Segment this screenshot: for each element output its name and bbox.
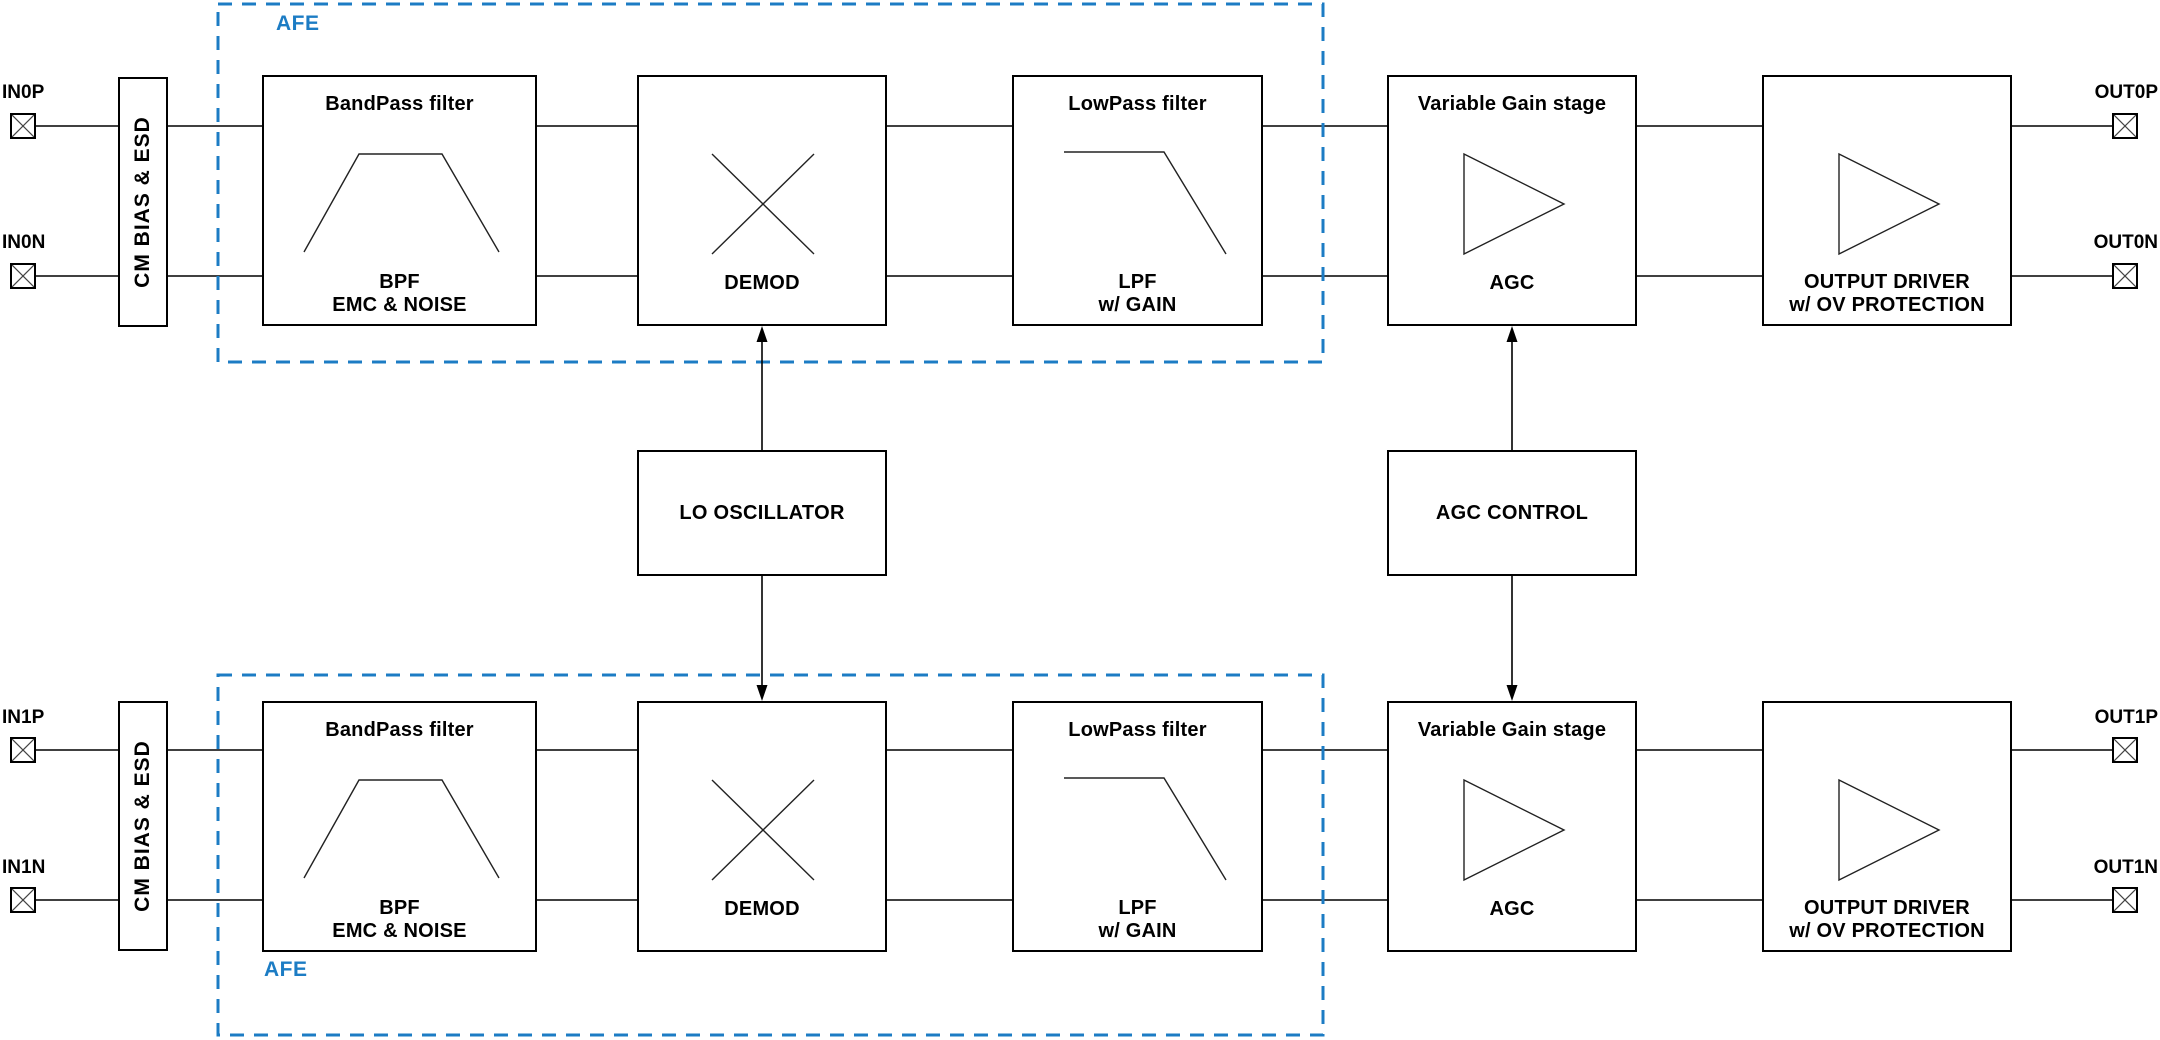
lowpass-caption-line2: w/ GAIN <box>1098 919 1177 942</box>
lowpass-caption-line1: LPF <box>1118 897 1157 920</box>
lo-oscillator-block: LO OSCILLATOR <box>637 450 887 576</box>
vga-caption: AGC <box>1489 271 1535 294</box>
pad-x-icon <box>12 265 34 287</box>
pad-in1n <box>10 887 36 913</box>
pad-x-icon <box>2114 889 2136 911</box>
cm-bias-esd-label: CM BIAS & ESD <box>131 740 154 912</box>
pad-label-in0p: IN0P <box>2 82 45 103</box>
bandpass-title: BandPass filter <box>325 93 474 115</box>
pad-in0p <box>10 113 36 139</box>
demod-caption: DEMOD <box>724 897 800 920</box>
agc-to-vga1-arrow-icon <box>1506 685 1518 701</box>
vga-caption: AGC <box>1489 897 1535 920</box>
bandpass-caption-line2: EMC & NOISE <box>332 293 467 316</box>
pad-out0p <box>2112 113 2138 139</box>
lowpass-caption: LPF w/ GAIN <box>1014 897 1261 942</box>
pad-out1n <box>2112 887 2138 913</box>
bandpass-caption-line1: BPF <box>379 271 420 294</box>
output-driver-caption-line2: w/ OV PROTECTION <box>1789 293 1985 316</box>
lowpass-title: LowPass filter <box>1068 719 1207 741</box>
agc-to-vga0-arrow-icon <box>1506 326 1518 342</box>
pad-x-icon <box>12 739 34 761</box>
variable-gain-block-ch1: Variable Gain stage AGC <box>1387 701 1637 952</box>
output-driver-caption-line2: w/ OV PROTECTION <box>1789 919 1985 942</box>
lowpass-filter-block-ch0: LowPass filter LPF w/ GAIN <box>1012 75 1263 326</box>
bandpass-caption-line1: BPF <box>379 897 420 920</box>
bandpass-caption: BPF EMC & NOISE <box>264 897 535 942</box>
pad-x-icon <box>2114 265 2136 287</box>
bandpass-caption: BPF EMC & NOISE <box>264 271 535 316</box>
output-driver-caption: OUTPUT DRIVER w/ OV PROTECTION <box>1764 897 2010 942</box>
cm-bias-esd-label: CM BIAS & ESD <box>131 116 154 288</box>
lowpass-filter-block-ch1: LowPass filter LPF w/ GAIN <box>1012 701 1263 952</box>
pad-x-icon <box>12 115 34 137</box>
lo-to-demod1-arrow-icon <box>756 685 768 701</box>
pad-out1p <box>2112 737 2138 763</box>
output-driver-block-ch0: OUTPUT DRIVER w/ OV PROTECTION <box>1762 75 2012 326</box>
demod-block-ch1: DEMOD <box>637 701 887 952</box>
pad-label-out1n: OUT1N <box>2093 857 2158 878</box>
lowpass-title: LowPass filter <box>1068 93 1207 115</box>
pad-x-icon <box>12 889 34 911</box>
pad-label-out0p: OUT0P <box>2094 82 2158 103</box>
afe-region-ch1 <box>216 673 1325 1037</box>
output-driver-block-ch1: OUTPUT DRIVER w/ OV PROTECTION <box>1762 701 2012 952</box>
afe-region-label-ch1: AFE <box>264 958 308 981</box>
pad-label-in1n: IN1N <box>2 857 46 878</box>
pad-label-in0n: IN0N <box>2 232 46 253</box>
pad-label-out0n: OUT0N <box>2093 232 2158 253</box>
afe-region-label-ch0: AFE <box>276 12 320 35</box>
afe-region-ch0 <box>216 2 1325 364</box>
lo-oscillator-label: LO OSCILLATOR <box>679 501 845 524</box>
bandpass-title: BandPass filter <box>325 719 474 741</box>
output-driver-caption: OUTPUT DRIVER w/ OV PROTECTION <box>1764 271 2010 316</box>
variable-gain-block-ch0: Variable Gain stage AGC <box>1387 75 1637 326</box>
pad-in0n <box>10 263 36 289</box>
bandpass-filter-block-ch0: BandPass filter BPF EMC & NOISE <box>262 75 537 326</box>
pad-in1p <box>10 737 36 763</box>
cm-bias-esd-block-ch0: CM BIAS & ESD <box>118 77 168 327</box>
lowpass-caption-line1: LPF <box>1118 271 1157 294</box>
demod-caption: DEMOD <box>724 271 800 294</box>
output-driver-caption-line1: OUTPUT DRIVER <box>1804 271 1970 294</box>
agc-control-label: AGC CONTROL <box>1435 501 1589 524</box>
lowpass-caption-line2: w/ GAIN <box>1098 293 1177 316</box>
bandpass-caption-line2: EMC & NOISE <box>332 919 467 942</box>
demod-block-ch0: DEMOD <box>637 75 887 326</box>
pad-out0n <box>2112 263 2138 289</box>
vga-title: Variable Gain stage <box>1417 719 1607 741</box>
pad-x-icon <box>2114 739 2136 761</box>
pad-label-out1p: OUT1P <box>2094 707 2158 728</box>
lowpass-caption: LPF w/ GAIN <box>1014 271 1261 316</box>
vga-title: Variable Gain stage <box>1417 93 1607 115</box>
lo-to-demod0-arrow-icon <box>756 326 768 342</box>
agc-control-block: AGC CONTROL <box>1387 450 1637 576</box>
pad-label-in1p: IN1P <box>2 707 45 728</box>
pad-x-icon <box>2114 115 2136 137</box>
bandpass-filter-block-ch1: BandPass filter BPF EMC & NOISE <box>262 701 537 952</box>
output-driver-caption-line1: OUTPUT DRIVER <box>1804 897 1970 920</box>
cm-bias-esd-block-ch1: CM BIAS & ESD <box>118 701 168 951</box>
